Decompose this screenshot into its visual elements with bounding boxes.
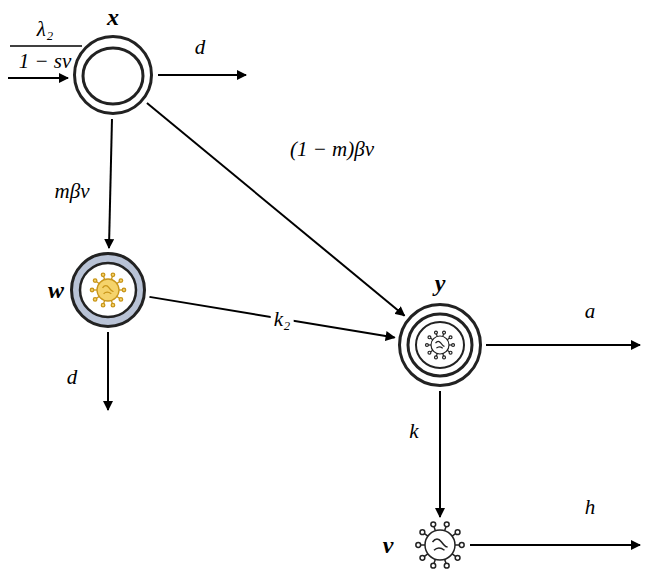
rate-label: mβv — [52, 180, 93, 203]
fraction-bar — [10, 45, 82, 47]
compartment-label: w — [48, 277, 64, 303]
inflow-arrow — [8, 77, 68, 79]
rate-label: d — [192, 36, 209, 59]
rate-label: (1 − m)βv — [287, 138, 377, 161]
rate-denominator: 1 − sv — [19, 50, 72, 73]
outflow-arrow — [158, 74, 246, 76]
rate-label: k — [406, 420, 421, 443]
rate-label: k₂ — [271, 308, 294, 331]
outflow-arrow — [107, 332, 109, 410]
compartment-label: v — [383, 532, 394, 558]
cell-outline — [70, 252, 146, 328]
latent-cell: w — [70, 252, 146, 328]
rate-label: h — [582, 496, 599, 519]
susceptible-cell: x — [73, 35, 153, 115]
rate-label: a — [582, 300, 599, 323]
outflow-arrow — [470, 544, 640, 546]
cell-outline — [73, 35, 153, 115]
virus-particle: v — [416, 521, 464, 569]
outflow-arrow — [486, 344, 640, 346]
infected-cell: y — [398, 303, 482, 387]
transition-arrow — [147, 103, 405, 316]
compartment-label: y — [435, 270, 446, 296]
transition-arrow — [439, 391, 441, 517]
rate-label: d — [64, 366, 81, 389]
transition-arrow — [149, 297, 394, 338]
compartment-label: x — [107, 4, 119, 30]
transition-arrow — [109, 119, 112, 248]
rate-numerator: λ₂ — [37, 18, 53, 41]
cell-outline — [416, 521, 464, 569]
cell-outline — [398, 303, 482, 387]
